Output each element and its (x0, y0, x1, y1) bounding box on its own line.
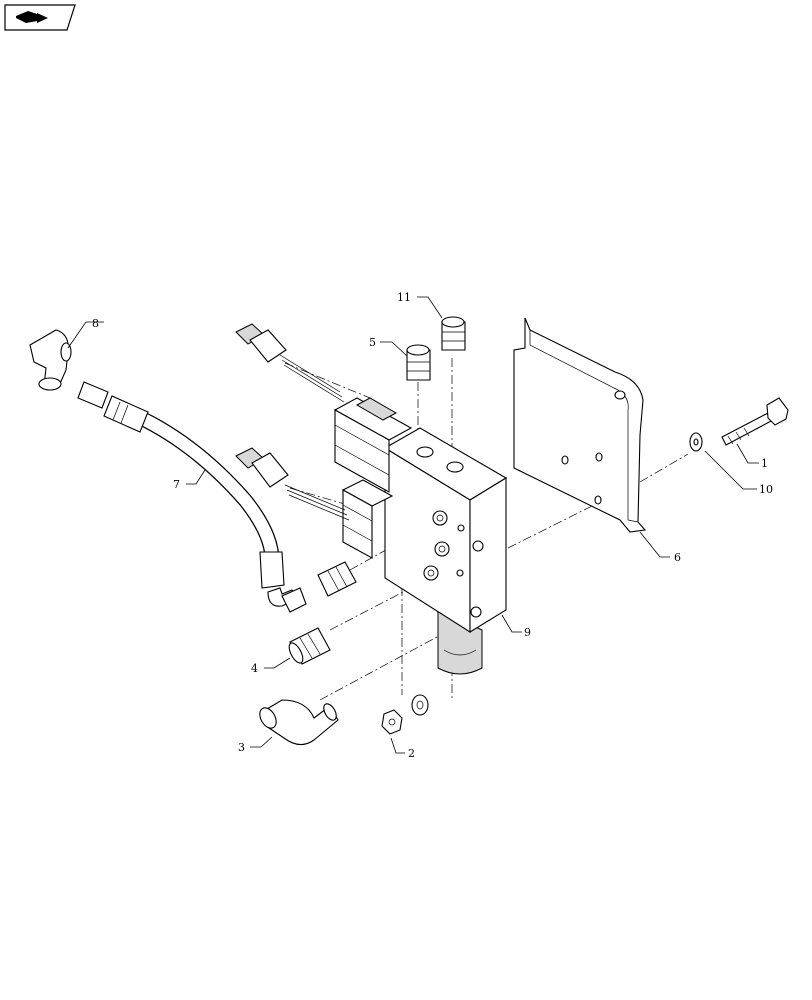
callout-1: 1 (761, 457, 768, 470)
leader-lines (67, 296, 759, 754)
elbow-fitting-8 (29, 329, 72, 391)
wire-harness-lower (235, 447, 350, 521)
callout-labels: 11 5 8 7 1 10 6 9 4 3 2 (92, 291, 773, 760)
back-nav-button[interactable] (4, 4, 76, 31)
return-arrow-icon (16, 11, 48, 23)
callout-8: 8 (92, 317, 99, 330)
mounting-bracket (513, 317, 647, 533)
fitting-5 (406, 344, 431, 381)
callout-6: 6 (674, 551, 681, 564)
fitting-11 (441, 316, 466, 351)
washer-large (689, 432, 703, 452)
solenoid-coil-lower (341, 479, 394, 559)
callout-4: 4 (251, 662, 258, 675)
elbow-fitting (259, 699, 339, 746)
solenoid-coil-upper (333, 397, 413, 493)
fitting-4 (288, 627, 331, 665)
callout-2: 2 (408, 747, 415, 760)
callout-3: 3 (238, 741, 245, 754)
valve-block (383, 427, 508, 675)
callout-9: 9 (524, 626, 531, 639)
bolt (721, 397, 789, 446)
fitting-side (317, 561, 357, 597)
callout-7: 7 (173, 478, 180, 491)
callout-10: 10 (759, 483, 773, 496)
wire-harness-upper (235, 323, 345, 403)
hose-assembly (77, 381, 307, 613)
nut (381, 709, 403, 735)
washer-small (411, 694, 429, 716)
callout-5: 5 (369, 336, 376, 349)
callout-11: 11 (397, 291, 411, 304)
